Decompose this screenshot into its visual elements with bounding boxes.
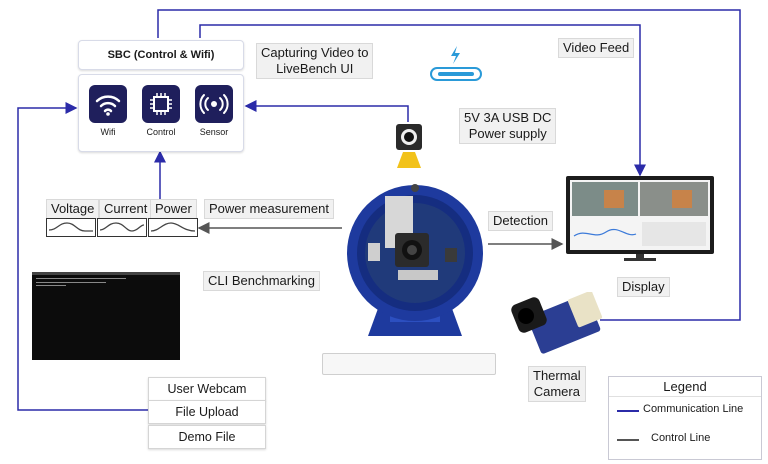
wifi-label: Wifi: [100, 127, 116, 137]
sensor-icon: [195, 85, 233, 123]
sbc-top-link: [157, 9, 741, 321]
usb-label: 5V 3A USB DC Power supply: [459, 108, 557, 144]
livebench-device: [340, 178, 490, 340]
current-label: Current: [99, 199, 153, 219]
sbc-title: SBC (Control & Wifi): [107, 49, 215, 61]
legend-communication-label: Communication Line: [643, 403, 744, 415]
capturing-label: Capturing Video to LiveBench UI: [256, 43, 374, 79]
legend-communication-swatch: [617, 410, 639, 412]
sensor-label: Sensor: [199, 127, 229, 137]
sbc-modules-box: Wifi Control Sensor: [78, 74, 244, 152]
control-label: Control: [146, 127, 176, 137]
capturing-line2: LiveBench UI: [276, 61, 354, 76]
cli-label: CLI Benchmarking: [203, 271, 320, 291]
camera-to-sbc: [244, 100, 409, 122]
device-caption-box: [322, 353, 496, 375]
usb-line2: Power supply: [468, 126, 547, 141]
camera-icon: [394, 122, 424, 170]
inputs-to-sbc: [17, 102, 148, 411]
usb-line1: 5V 3A USB DC: [464, 110, 552, 125]
chip-icon: [142, 85, 180, 123]
demo-file-item[interactable]: Demo File: [148, 425, 266, 449]
sbc-title-box: SBC (Control & Wifi): [78, 40, 244, 70]
legend-control-label: Control Line: [651, 432, 711, 444]
detection-label: Detection: [488, 211, 553, 231]
wifi-icon: [89, 85, 127, 123]
thermal-line2: Camera: [533, 384, 580, 399]
power-measurement-label: Power measurement: [204, 199, 334, 219]
video-feed-label: Video Feed: [558, 38, 635, 58]
power-label: Power: [150, 199, 197, 219]
display-monitor: [566, 176, 714, 262]
usb-power-icon: [428, 44, 484, 84]
power-waveform: [148, 218, 198, 237]
current-waveform: [97, 218, 147, 237]
voltage-label: Voltage: [46, 199, 100, 219]
thermal-camera: [510, 290, 606, 356]
user-webcam-item[interactable]: User Webcam: [148, 377, 266, 401]
legend: Legend Communication Line Control Line: [608, 376, 762, 460]
video-feed-link: [199, 24, 646, 177]
capturing-line1: Capturing Video to: [261, 45, 369, 60]
thermal-label: Thermal Camera: [528, 366, 586, 402]
legend-control-swatch: [617, 439, 639, 441]
legend-title: Legend: [609, 379, 761, 397]
file-upload-item[interactable]: File Upload: [148, 400, 266, 424]
thermal-line1: Thermal: [533, 368, 581, 383]
cli-terminal: [32, 272, 180, 360]
display-label: Display: [617, 277, 670, 297]
voltage-waveform: [46, 218, 96, 237]
